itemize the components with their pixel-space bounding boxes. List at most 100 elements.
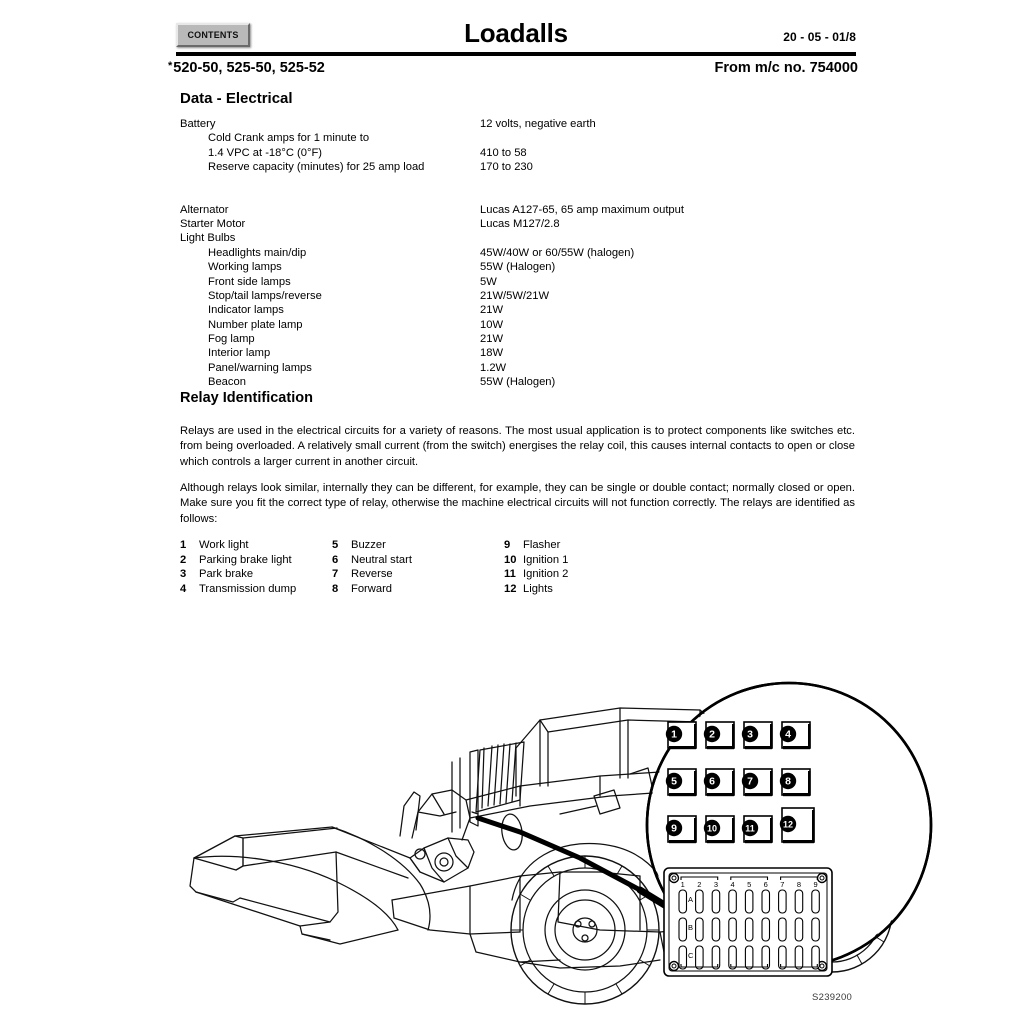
- spec-label: Cold Crank amps for 1 minute to: [208, 132, 370, 145]
- spec-value: 18W: [480, 347, 504, 360]
- relay-number-label: 6: [709, 776, 715, 788]
- relay-number-badge: [779, 772, 797, 790]
- spec-label: Light Bulbs: [180, 232, 236, 245]
- relay-number-label: 4: [785, 729, 791, 741]
- spec-label: Interior lamp: [208, 347, 271, 360]
- fuse-slot: [811, 917, 820, 942]
- relay-module: 1: [665, 721, 697, 750]
- relay-legend-number: 3: [180, 568, 187, 581]
- spec-value: 55W (Halogen): [480, 261, 556, 274]
- relay-legend-label: Buzzer: [351, 539, 386, 551]
- spec-label: Starter Motor: [180, 217, 246, 230]
- relay-number-label: 3: [747, 729, 753, 741]
- relay-legend-number: 4: [180, 582, 187, 595]
- spec-label: Stop/tail lamps/reverse: [208, 289, 322, 302]
- relay-number-badge: [703, 725, 721, 743]
- relay-legend-number: 7: [332, 568, 339, 581]
- relay-module: 6: [703, 768, 735, 797]
- relay-paragraph-1: Relays are used in the electrical circui…: [180, 425, 855, 468]
- fuse-box-inner: [668, 872, 828, 972]
- relay-number-badge: [741, 772, 759, 790]
- spec-row: [180, 175, 860, 203]
- spec-value: 21W/5W/21W: [480, 289, 550, 302]
- spec-row: Starter Motor Lucas M127/2.8: [180, 217, 860, 231]
- fuse-column-label: 7: [780, 880, 784, 889]
- fuse-slot: [761, 889, 771, 914]
- fuse-box-screw-slot: [819, 875, 825, 881]
- contents-button[interactable]: CONTENTS: [176, 23, 250, 47]
- spec-label: Battery: [180, 118, 216, 130]
- fuse-slot: [711, 945, 721, 970]
- asterisk-marker: *: [168, 60, 173, 72]
- spec-value: 21W: [480, 304, 504, 317]
- fuse-column-label: 6: [764, 880, 768, 889]
- relay-module: 7: [741, 768, 773, 797]
- fuse-slot: [744, 917, 754, 942]
- spec-value: Lucas M127/2.8: [480, 217, 560, 230]
- spec-value: 21W: [480, 333, 504, 346]
- fuse-box-screw-slot: [671, 875, 677, 881]
- relay-legend-label: Neutral start: [351, 553, 412, 566]
- fuse-bracket-top: [780, 876, 818, 880]
- page-header: CONTENTS Loadalls 20 - 05 - 01/8: [176, 18, 856, 60]
- model-numbers: *520-50, 525-50, 525-52: [168, 60, 325, 76]
- spec-row: Stop/tail lamps/reverse 21W/5W/21W: [180, 289, 860, 303]
- fuse-bracket-top: [680, 876, 719, 880]
- relay-legend-label: Parking brake light: [199, 553, 292, 566]
- fuse-column-label: 2: [697, 880, 701, 889]
- relay-module: 5: [665, 768, 697, 797]
- fuse-slot: [761, 945, 771, 970]
- fuse-bracket-bottom: [730, 964, 769, 968]
- spec-label: Indicator lamps: [208, 304, 284, 317]
- relay-legend-number: 11: [504, 568, 516, 581]
- relay-legend-label: Flasher: [523, 539, 561, 551]
- fuse-slot: [711, 889, 721, 914]
- relay-number-badge: [741, 819, 759, 837]
- relay-paragraph-2: Although relays look similar, internally…: [180, 482, 855, 525]
- relay-legend-label: Work light: [199, 539, 249, 551]
- spec-label: Panel/warning lamps: [208, 361, 312, 374]
- relay-module: 2: [703, 721, 735, 750]
- header-divider: [176, 52, 856, 56]
- spec-label: Beacon: [208, 376, 246, 389]
- relay-legend-number: 12: [504, 582, 517, 595]
- relay-legend-number: 10: [504, 553, 517, 566]
- spec-row: Beacon 55W (Halogen): [180, 375, 860, 389]
- relay-module: 3: [741, 721, 773, 750]
- spec-value: 170 to 230: [480, 161, 533, 174]
- spec-row: Interior lamp 18W: [180, 346, 860, 360]
- relay-number-label: 1: [671, 729, 677, 741]
- spec-row: Indicator lamps 21W: [180, 303, 860, 317]
- spec-value: 55W (Halogen): [480, 376, 556, 389]
- spec-row: 1.4 VPC at -18°C (0°F)410 to 58: [180, 146, 860, 160]
- fuse-slot: [794, 945, 804, 970]
- page-title: Loadalls: [464, 18, 568, 48]
- spec-label: 1.4 VPC at -18°C (0°F): [208, 146, 323, 159]
- spec-row: Light Bulbs: [180, 231, 860, 245]
- fuse-slot: [761, 917, 771, 942]
- fuse-slot: [695, 945, 704, 970]
- fuse-slot: [711, 917, 721, 942]
- fuse-row-label: B: [688, 923, 693, 932]
- relay-number-label: 2: [709, 729, 715, 741]
- fuse-slot: [728, 917, 737, 942]
- spec-value: Lucas A127-65, 65 amp maximum output: [480, 203, 684, 216]
- relay-number-label: 5: [671, 776, 677, 788]
- fuse-slot: [794, 917, 804, 942]
- fuse-slot: [678, 917, 688, 942]
- relay-legend-number: 8: [332, 582, 339, 595]
- fuse-column-label: 4: [730, 880, 734, 889]
- spec-value: 10W: [480, 318, 504, 331]
